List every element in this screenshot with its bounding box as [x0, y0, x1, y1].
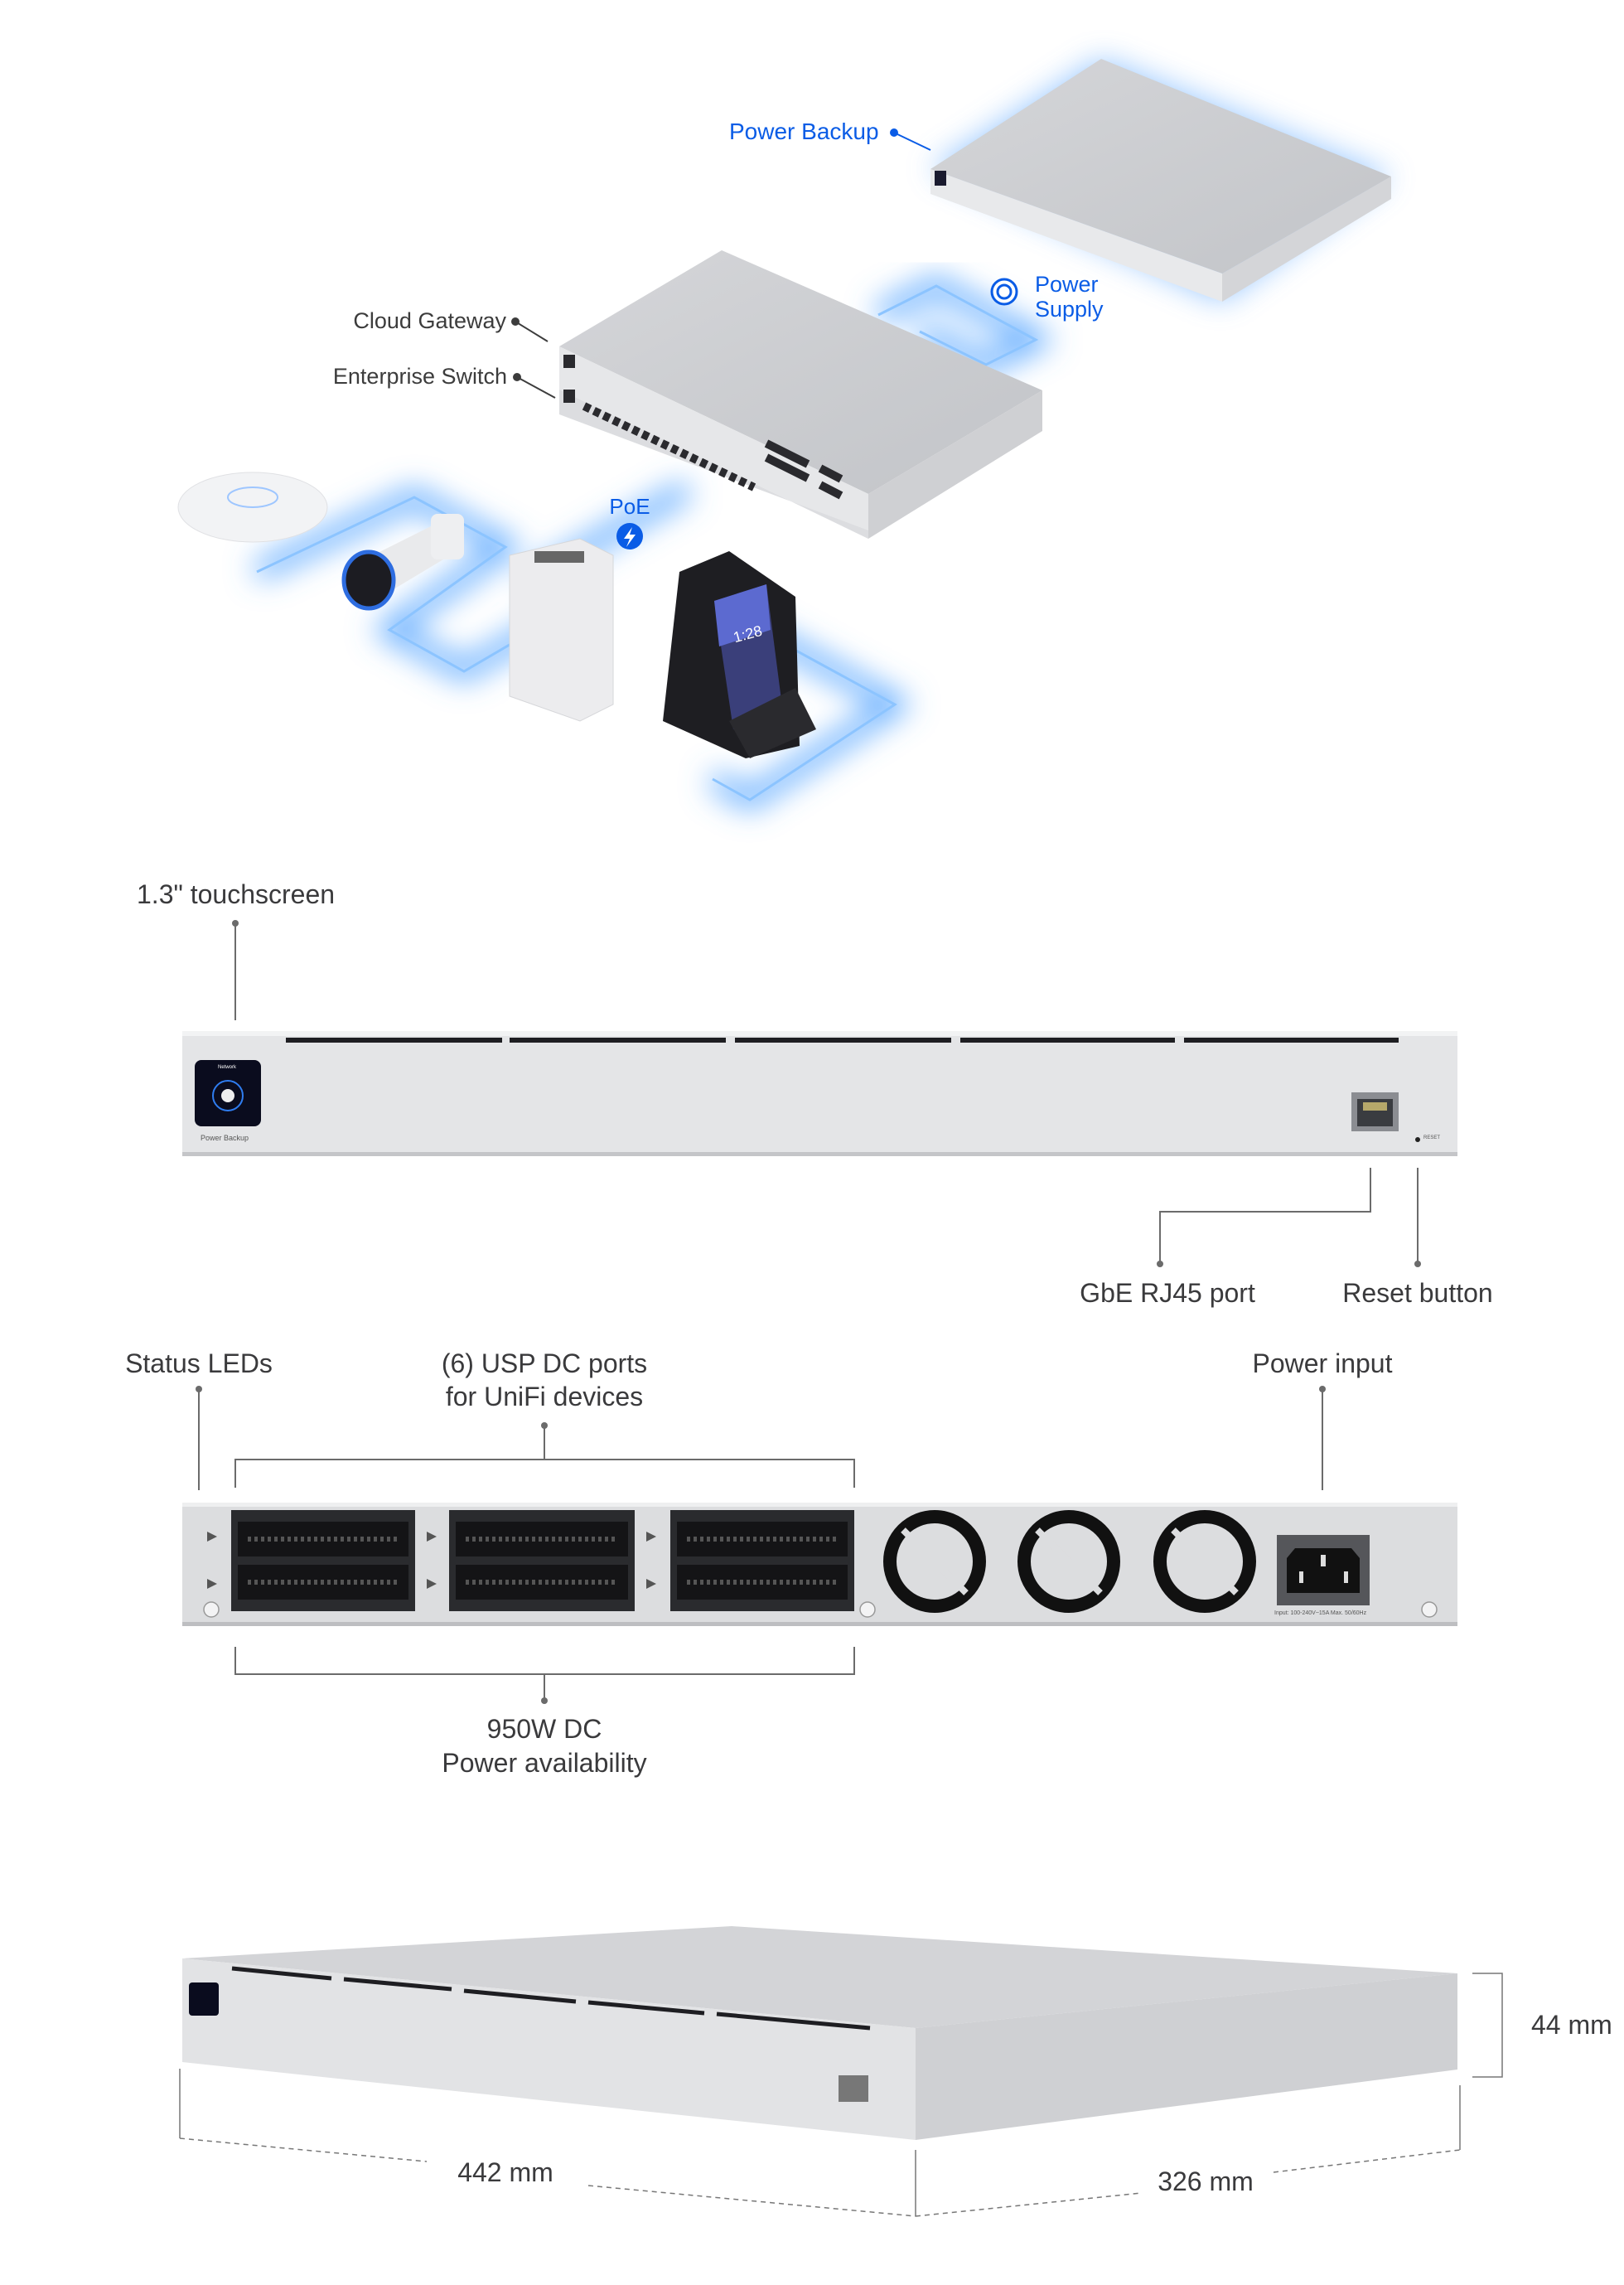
enterprise-switch-label: Enterprise Switch	[332, 364, 507, 389]
power-cable-glow	[874, 275, 1056, 375]
usp-ports-label-line2: for UniFi devices	[445, 1382, 644, 1411]
reset-label: Reset button	[1342, 1278, 1493, 1308]
dc-power-label-line1: 950W DC	[486, 1714, 602, 1744]
power-inlet	[1277, 1535, 1370, 1605]
reset-button	[1415, 1137, 1420, 1142]
height-dimension: 44 mm	[1531, 2010, 1612, 2040]
power-backup-device	[930, 59, 1391, 302]
access-point	[177, 472, 328, 543]
desk-phone	[663, 551, 816, 758]
status-led-arrows	[207, 1532, 656, 1589]
small-switch	[509, 538, 614, 722]
camera	[341, 514, 464, 611]
power-input-label: Power input	[1252, 1348, 1393, 1378]
iso-touchscreen	[189, 1982, 219, 2016]
power-supply-label-line2: Supply	[1035, 297, 1104, 322]
rj45-label: GbE RJ45 port	[1080, 1278, 1255, 1308]
touchscreen-label: 1.3" touchscreen	[137, 879, 336, 909]
touchscreen-display	[195, 1060, 261, 1126]
rj45-port	[1351, 1092, 1399, 1131]
poe-bolt-icon	[616, 523, 643, 549]
front-device-label: Power Backup	[201, 1134, 249, 1142]
enterprise-switch-leader	[516, 376, 556, 399]
reset-small-label: RESET	[1423, 1135, 1441, 1140]
iso-vent-slots	[231, 1966, 871, 2031]
topology-illustration	[177, 59, 1391, 811]
depth-dimension: 326 mm	[1158, 2166, 1254, 2196]
status-leds-label: Status LEDs	[125, 1348, 273, 1378]
power-supply-icon	[990, 278, 1018, 306]
power-supply-label-line1: Power	[1035, 272, 1099, 297]
dc-power-label-line2: Power availability	[442, 1748, 647, 1778]
iso-rj45	[839, 2075, 868, 2102]
power-backup-label: Power Backup	[729, 119, 879, 144]
cloud-gateway-label: Cloud Gateway	[353, 308, 506, 333]
gateway-switch-stack	[559, 250, 1042, 539]
power-rating-text: Input: 100-240V~15A Max. 50/60Hz	[1274, 1610, 1367, 1616]
power-backup-leader	[893, 132, 931, 151]
screen-title: Network	[218, 1065, 237, 1070]
back-panel-illustration	[182, 1386, 1457, 1704]
fan-vents	[883, 1510, 1256, 1613]
screw-icons	[203, 1601, 1438, 1618]
front-panel-illustration	[182, 920, 1457, 1267]
width-dimension: 442 mm	[457, 2157, 553, 2187]
poe-label: PoE	[609, 494, 650, 519]
cloud-gateway-leader	[515, 321, 549, 342]
vent-slots	[286, 1038, 1399, 1043]
usp-ports-label-line1: (6) USP DC ports	[441, 1348, 648, 1378]
usp-dc-ports	[231, 1510, 854, 1611]
